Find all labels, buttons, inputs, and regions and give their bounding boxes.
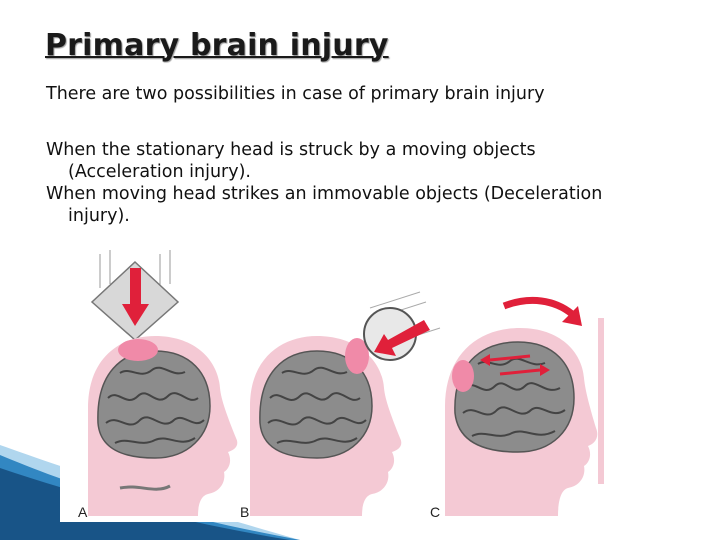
point-1-line-1: When the stationary head is struck by a … [46, 140, 536, 160]
injury-site-b [345, 338, 369, 374]
slide-title: Primary brain injury [45, 28, 389, 63]
panel-label-c: C [430, 504, 440, 520]
panel-label-b: B [240, 504, 249, 520]
impact-arrow-b-icon [374, 320, 430, 356]
panel-b-head [250, 291, 441, 516]
point-2-line-1: When moving head strikes an immovable ob… [46, 184, 603, 204]
wall [598, 318, 604, 484]
intro-text: There are two possibilities in case of p… [46, 84, 545, 104]
point-1-line-2: (Acceleration injury). [68, 162, 251, 182]
panel-label-a: A [78, 504, 88, 520]
brain-injury-illustration: A B C [60, 248, 620, 522]
injury-site-c-back [452, 360, 474, 392]
panel-a-head [88, 250, 238, 516]
impact-arrow-icon [122, 268, 149, 326]
point-2-line-2: injury). [68, 206, 130, 226]
bullet-list: When the stationary head is struck by a … [46, 139, 602, 227]
injury-site-a [118, 339, 158, 361]
motion-arrow-c-icon [480, 297, 582, 376]
panel-c-head [445, 297, 604, 516]
